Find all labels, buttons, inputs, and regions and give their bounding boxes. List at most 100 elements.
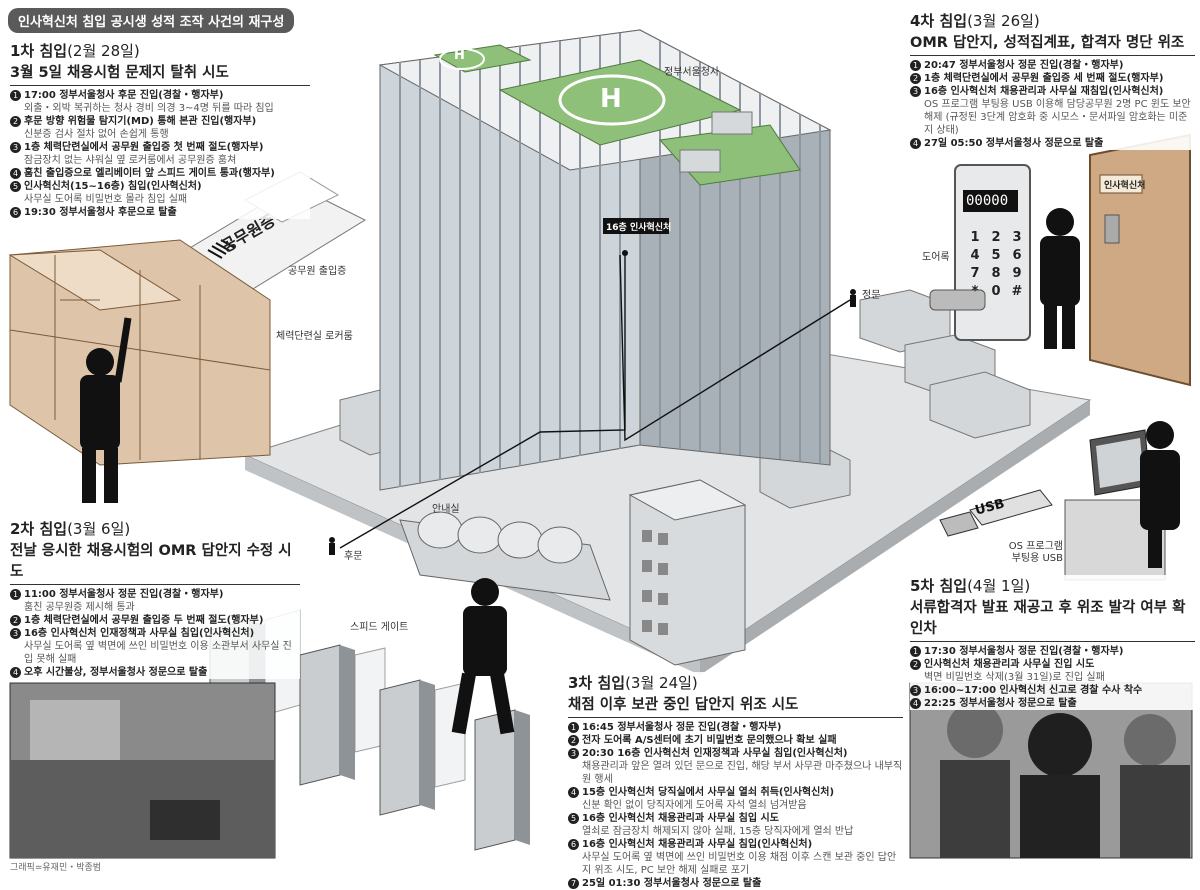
keypad-key[interactable]: 9 <box>1012 266 1022 281</box>
doorlock-illustration <box>929 164 1031 341</box>
keypad-key[interactable]: 8 <box>991 266 1001 281</box>
main-gate-label: 정문 <box>862 290 881 301</box>
annex-right <box>759 289 1031 509</box>
phase4-date: (3월 26일) <box>967 12 1040 30</box>
person-back-gate-icon <box>329 537 335 555</box>
route-end-dot <box>622 250 628 256</box>
helipad-large-circle <box>558 74 666 126</box>
compound-wall-side <box>700 400 1090 675</box>
speed-gate-label: 스피드 게이트 <box>350 622 409 633</box>
doorlock-keypad: 1 2 3 4 5 6 7 8 9 * 0 # <box>966 230 1026 299</box>
phase1-title: 3월 5일 채용시험 문제지 탈취 시도 <box>10 61 310 86</box>
header-title: 인사혁신처 침입 공시생 성적 조작 사건의 재구성 <box>8 8 295 33</box>
phase5-date: (4월 1일) <box>967 577 1031 595</box>
guard-house <box>399 511 611 601</box>
usb-label: OS 프로그램 부팅용 USB <box>1008 541 1063 564</box>
info-office-label: 안내실 <box>432 504 460 515</box>
phase5-title: 서류합격자 발표 재공고 후 위조 발각 여부 확인차 <box>910 596 1195 642</box>
keypad-key[interactable]: 6 <box>1012 248 1022 263</box>
keypad-key[interactable]: 2 <box>991 230 1001 245</box>
helipad-small-h: H <box>454 48 465 63</box>
phase2-label: 2차 침입 <box>10 520 68 538</box>
person-gate-icon <box>451 578 515 735</box>
keypad-key[interactable]: * <box>971 284 979 299</box>
phase2-date: (3월 6일) <box>67 520 131 538</box>
helipad-small-circle <box>439 48 485 70</box>
person-desk-icon <box>1140 421 1180 568</box>
phase4-block: 4차 침입(3월 26일) OMR 답안지, 성적집계표, 합격자 명단 위조 … <box>910 10 1195 150</box>
person-door-icon <box>1040 208 1080 349</box>
keypad-key[interactable]: # <box>1011 284 1023 299</box>
tower-stripes <box>399 33 821 487</box>
phase5-block: 5차 침입(4월 1일) 서류합격자 발표 재공고 후 위조 발각 여부 확인차… <box>910 575 1195 710</box>
back-gate-label: 후문 <box>344 551 363 562</box>
locker-label: 체력단련실 로커룸 <box>276 331 353 342</box>
doorlock-display: 00000 <box>966 193 1009 209</box>
roof-unit-2 <box>679 149 721 173</box>
keypad-key[interactable]: 5 <box>991 248 1001 263</box>
annex-front-building <box>628 479 747 666</box>
helipad-large-h: H <box>600 84 622 114</box>
phase4-label: 4차 침입 <box>910 12 968 30</box>
locker-illustration <box>8 239 271 466</box>
phase3-date: (3월 24일) <box>625 674 698 692</box>
doorlock-label: 도어록 <box>922 252 950 263</box>
route-main-gate <box>619 254 851 442</box>
photo-speed-gate <box>9 682 276 859</box>
phase3-label: 3차 침입 <box>568 674 626 692</box>
phase2-title: 전날 응시한 채용시험의 OMR 답안지 수정 시도 <box>10 539 300 585</box>
usb-illustration <box>939 489 1053 537</box>
phase5-label: 5차 침입 <box>910 577 968 595</box>
route-back-gate <box>339 255 626 549</box>
keypad-key[interactable]: 4 <box>970 248 980 263</box>
building-label: 정부서울청사 <box>664 67 720 78</box>
phase1-date: (2월 28일) <box>67 42 140 60</box>
phase3-title: 채점 이후 보관 중인 답안지 위조 시도 <box>568 693 903 718</box>
keypad-key[interactable]: 1 <box>970 230 980 245</box>
roof-unit-1 <box>711 111 753 135</box>
door-sign-text: 인사혁신처 <box>1104 181 1146 191</box>
person-locker-icon <box>80 317 132 503</box>
roof-green-large <box>498 59 742 146</box>
keypad-key[interactable]: 0 <box>991 284 1001 299</box>
photo-suspect <box>909 682 1193 859</box>
person-main-gate-icon <box>850 289 856 307</box>
phase2-block: 2차 침입(3월 6일) 전날 응시한 채용시험의 OMR 답안지 수정 시도 … <box>10 518 300 679</box>
roof-green-small <box>433 44 532 73</box>
keypad-key[interactable]: 3 <box>1012 230 1022 245</box>
phase4-title: OMR 답안지, 성적집계표, 합격자 명단 위조 <box>910 31 1195 56</box>
door-illustration <box>1089 133 1191 387</box>
floor16-label: 16층 인사혁신처 <box>606 223 672 233</box>
graphic-credit: 그래픽=유재민・박종범 <box>10 863 102 873</box>
keypad-key[interactable]: 7 <box>970 266 980 281</box>
phase1-label: 1차 침입 <box>10 42 68 60</box>
